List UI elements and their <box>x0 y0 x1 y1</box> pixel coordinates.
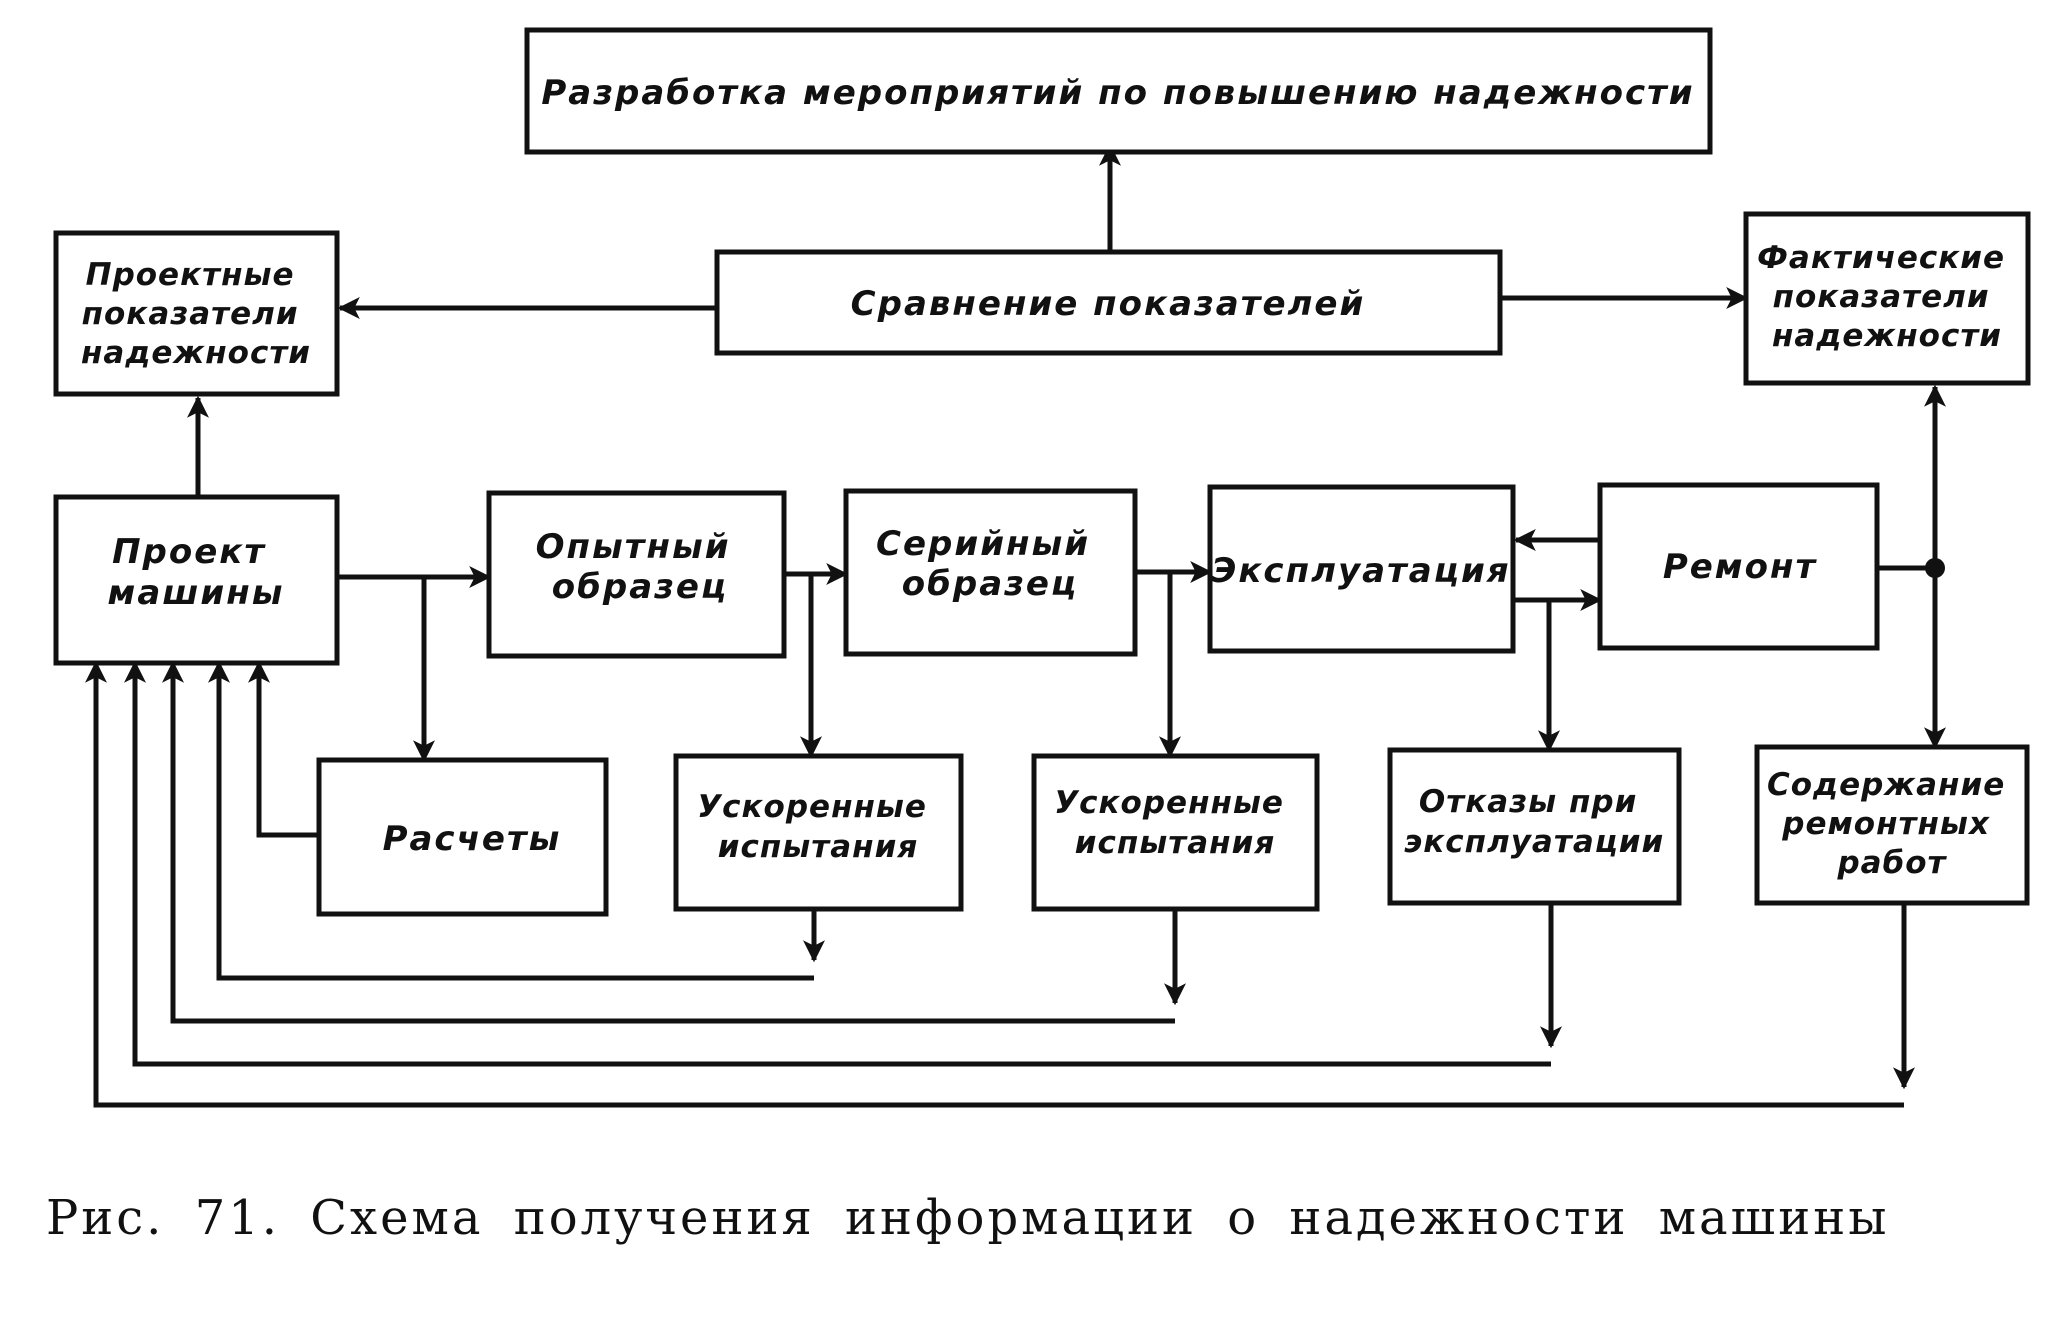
box-operation <box>1207 484 1516 654</box>
label-accelerated-tests-1: Ускоренные испытания <box>697 789 939 865</box>
label-design-indicators: Проектные показатели надежности <box>81 257 311 371</box>
label-operation-failures: Отказы при эксплуатации <box>1404 784 1664 860</box>
box-repair <box>1597 482 1880 651</box>
label-development: Разработка мероприятий по повышению наде… <box>541 73 1694 113</box>
label-repair: Ремонт <box>1663 547 1818 587</box>
labels: Разработка мероприятий по повышению наде… <box>81 73 2017 881</box>
box-prototype <box>486 490 787 659</box>
label-serial-sample: Серийный образец <box>876 524 1104 604</box>
box-actual-indicators <box>1743 211 2031 386</box>
label-prototype: Опытный образец <box>536 527 745 607</box>
label-actual-indicators: Фактические показатели надежности <box>1757 240 2017 354</box>
label-calculations: Расчеты <box>383 819 562 859</box>
loop-repair-content-to-project <box>85 660 1904 1108</box>
box-serial-sample <box>843 488 1138 657</box>
box-design-indicators <box>53 230 340 397</box>
label-accelerated-tests-2: Ускоренные испытания <box>1054 785 1296 861</box>
arrow-calculations-to-project <box>248 660 319 838</box>
loop-accelerated-tests-2-to-project <box>162 660 1175 1024</box>
nodes <box>53 27 2031 917</box>
box-accelerated-tests-1 <box>673 753 964 912</box>
loop-operation-failures-to-project <box>124 660 1551 1067</box>
box-calculations <box>316 757 609 917</box>
label-repair-content: Содержание ремонтных работ <box>1767 767 2017 881</box>
connectors <box>85 143 1946 1108</box>
loop-accelerated-tests-1-to-project <box>208 660 814 981</box>
box-operation-failures <box>1387 747 1682 906</box>
label-comparison: Сравнение показателей <box>851 284 1366 324</box>
box-comparison <box>714 249 1503 356</box>
box-development <box>524 27 1713 155</box>
figure-caption: Рис. 71. Схема получения информации о на… <box>46 1190 1890 1246</box>
label-machine-project: Проект машины <box>108 532 285 613</box>
box-repair-content <box>1754 744 2030 906</box>
box-machine-project <box>53 494 340 666</box>
label-operation: Эксплуатация <box>1211 551 1510 591</box>
box-accelerated-tests-2 <box>1031 753 1320 912</box>
